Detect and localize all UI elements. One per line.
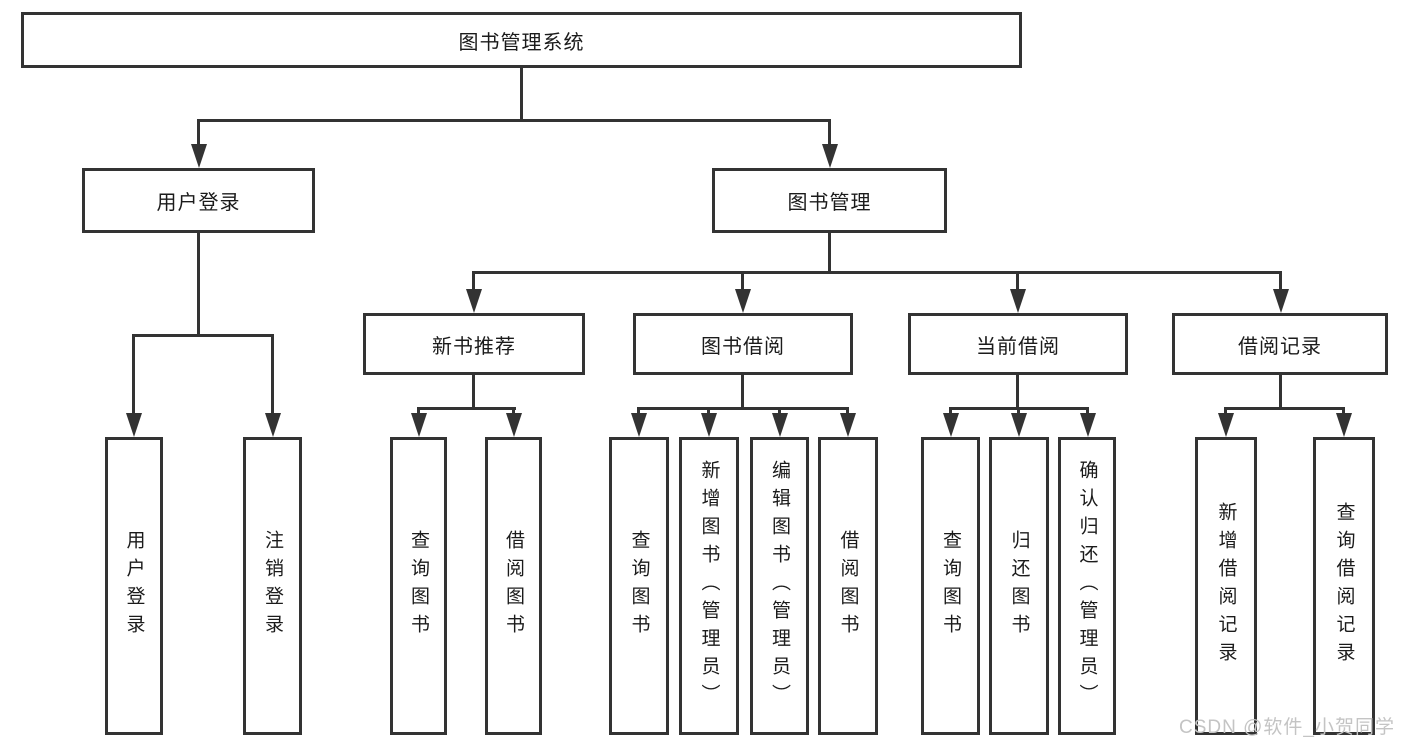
arrow-to-query-books-3 — [942, 408, 959, 437]
leaf-confirm-return-admin: 确认归还（管理员） — [1058, 437, 1116, 735]
connector-book-management-hline — [472, 271, 1282, 274]
leaf-user-login: 用户登录 — [105, 437, 163, 735]
connector-book-borrow-stem — [741, 375, 744, 409]
connector-user-login-hline — [132, 334, 274, 337]
leaf-add-book-admin: 新增图书（管理员） — [679, 437, 739, 735]
leaf-query-books-1: 查询图书 — [390, 437, 447, 735]
node-user-login: 用户登录 — [82, 168, 315, 233]
arrow-to-book-borrow — [734, 272, 751, 313]
leaf-query-books-3: 查询图书 — [921, 437, 980, 735]
connector-book-management-stem — [828, 233, 831, 273]
connector-current-borrow-stem — [1016, 375, 1019, 409]
node-new-book-recommend: 新书推荐 — [363, 313, 585, 375]
leaf-edit-book-admin: 编辑图书（管理员） — [750, 437, 809, 735]
connector-book-borrow-hline — [637, 407, 849, 410]
arrow-to-return-book — [1010, 408, 1027, 437]
leaf-borrow-books-2: 借阅图书 — [818, 437, 878, 735]
connector-user-login-stem — [197, 233, 200, 337]
connector-root-hline — [197, 119, 831, 122]
arrow-to-borrow-records — [1272, 272, 1289, 313]
arrow-to-leaf-user-login — [125, 336, 142, 437]
arrow-to-add-book — [700, 408, 717, 437]
node-library-management-system: 图书管理系统 — [21, 12, 1022, 68]
node-book-management: 图书管理 — [712, 168, 947, 233]
leaf-query-books-2: 查询图书 — [609, 437, 669, 735]
arrow-to-book-management — [821, 121, 838, 168]
arrow-to-borrow-books-2 — [839, 408, 856, 437]
arrow-to-leaf-logout — [264, 336, 281, 437]
arrow-to-query-books-2 — [630, 408, 647, 437]
leaf-add-borrow-record: 新增借阅记录 — [1195, 437, 1257, 735]
arrow-to-borrow-books-1 — [505, 408, 522, 437]
arrow-to-user-login — [190, 121, 207, 168]
connector-root-stem — [520, 68, 523, 120]
connector-new-book-recommend-hline — [417, 407, 516, 410]
arrow-to-confirm-return — [1079, 408, 1096, 437]
node-current-borrow: 当前借阅 — [908, 313, 1128, 375]
csdn-watermark: CSDN @软件_小贺同学 — [1179, 717, 1395, 738]
leaf-logout: 注销登录 — [243, 437, 302, 735]
arrow-to-add-borrow-record — [1217, 408, 1234, 437]
leaf-return-book: 归还图书 — [989, 437, 1049, 735]
arrow-to-edit-book — [771, 408, 788, 437]
arrow-to-current-borrow — [1009, 272, 1026, 313]
arrow-to-new-book-recommend — [465, 272, 482, 313]
connector-borrow-records-hline — [1224, 407, 1345, 410]
node-borrow-records: 借阅记录 — [1172, 313, 1388, 375]
node-book-borrow: 图书借阅 — [633, 313, 853, 375]
connector-borrow-records-stem — [1279, 373, 1282, 409]
connector-new-book-recommend-stem — [472, 375, 475, 409]
arrow-to-query-borrow-record — [1335, 408, 1352, 437]
leaf-query-borrow-record: 查询借阅记录 — [1313, 437, 1375, 735]
arrow-to-query-books-1 — [410, 408, 427, 437]
leaf-borrow-books-1: 借阅图书 — [485, 437, 542, 735]
